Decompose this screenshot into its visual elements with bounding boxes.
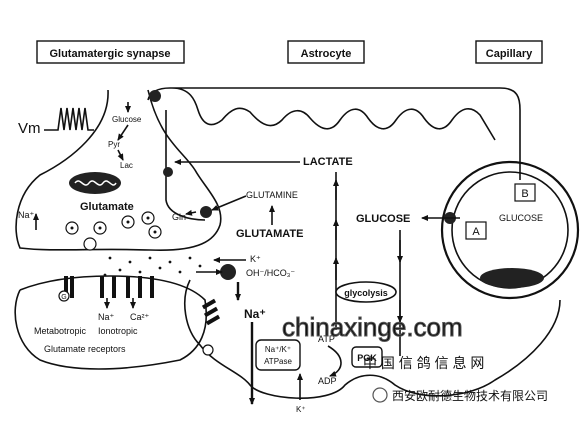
- ionotropic-label: Ionotropic: [98, 326, 138, 336]
- glutamate-transporter: [220, 264, 236, 280]
- glucose-astro-label: GLUCOSE: [356, 213, 410, 225]
- capillary-inner: [451, 171, 569, 289]
- gln-label: Gln: [172, 212, 186, 222]
- capillary-outer: [440, 160, 580, 300]
- receptors: [64, 276, 154, 298]
- pgk-box: [351, 346, 383, 368]
- astro-channels: [201, 298, 221, 326]
- box-b-label: B: [521, 188, 528, 200]
- action-potential-trace: [44, 107, 94, 131]
- glucose-small-label: Glucose: [112, 115, 142, 124]
- atpase-label-2: ATPase: [264, 357, 292, 366]
- k-bottom-label: K⁺: [296, 405, 306, 414]
- synapse-header: Glutamatergic synapse: [49, 48, 170, 60]
- ca-receptor-label: Ca²⁺: [130, 312, 150, 322]
- capillary-glucose: GLUCOSE: [499, 213, 543, 223]
- na-astro-label: Na⁺: [244, 307, 266, 321]
- adp-label: ADP: [318, 376, 337, 386]
- box-a: [465, 221, 487, 240]
- na-receptor-label: Na⁺: [98, 312, 115, 322]
- receptors-label: Glutamate receptors: [44, 344, 126, 354]
- glucose-to-pyr-arrow: [117, 124, 129, 141]
- glutamine-transporter: [200, 206, 212, 218]
- glycolysis-label: glycolysis: [344, 288, 388, 298]
- capillary-header: Capillary: [486, 48, 533, 60]
- postsynaptic-membrane: [14, 275, 207, 370]
- metabotropic-label: Metabotropic: [34, 326, 87, 336]
- pyr-lac-arrow: [117, 149, 124, 161]
- pgk-label: PGK: [357, 353, 377, 363]
- astro-g-protein-icon: [202, 344, 214, 356]
- astrocyte-process-bottom: [184, 279, 561, 399]
- g-protein-icon: [58, 290, 70, 302]
- glucose-transporter-neuron: [149, 90, 161, 102]
- synaptic-vesicles: [65, 211, 162, 251]
- synapse-header-box: [36, 40, 185, 64]
- glutamine-label: GLUTAMINE: [246, 190, 298, 200]
- box-a-label: A: [472, 226, 480, 238]
- atp-adp-arrow: [327, 345, 342, 377]
- atp-label: ATP: [318, 334, 335, 344]
- na-left-label: Na⁺: [18, 210, 35, 220]
- capillary-header-box: [475, 40, 543, 64]
- lactate-label: LACTATE: [303, 156, 353, 168]
- astrocyte-header: Astrocyte: [301, 48, 352, 60]
- presynaptic-terminal: [15, 89, 222, 251]
- oh-hco3-label: OH⁻/HCO₃⁻: [246, 268, 295, 278]
- glycolysis-oval: [335, 281, 397, 303]
- glutamate-neuron-label: Glutamate: [80, 201, 134, 213]
- lactate-transporter-neuron: [163, 167, 173, 177]
- watermark-chinese: 中 国 信 鸽 信 息 网: [363, 355, 484, 371]
- atpase-box: [255, 339, 301, 371]
- k-plus-label: K⁺: [250, 254, 261, 264]
- red-blood-cell: [480, 268, 544, 288]
- released-glutamate: [103, 256, 202, 277]
- box-b: [514, 183, 536, 202]
- watermark-company: 西安欧耐德生物技术有限公司: [392, 388, 548, 403]
- pyr-label: Pyr: [108, 140, 120, 149]
- vm-label: Vm: [18, 120, 41, 137]
- gln-arrow: [185, 209, 197, 216]
- watermark-site: chinaxinge.com: [282, 312, 463, 342]
- wechat-icon: [372, 387, 388, 403]
- lac-label: Lac: [120, 161, 133, 170]
- astrocyte-process-left: [165, 110, 206, 221]
- glutamine-export-arrow: [211, 195, 247, 211]
- glutamate-astro-label: GLUTAMATE: [236, 228, 303, 240]
- mitochondrion-cristae: [74, 180, 117, 186]
- astrocyte-header-box: [287, 40, 365, 64]
- atpase-label-1: Na⁺/K⁺: [265, 345, 291, 354]
- g-protein-label: G: [61, 294, 66, 301]
